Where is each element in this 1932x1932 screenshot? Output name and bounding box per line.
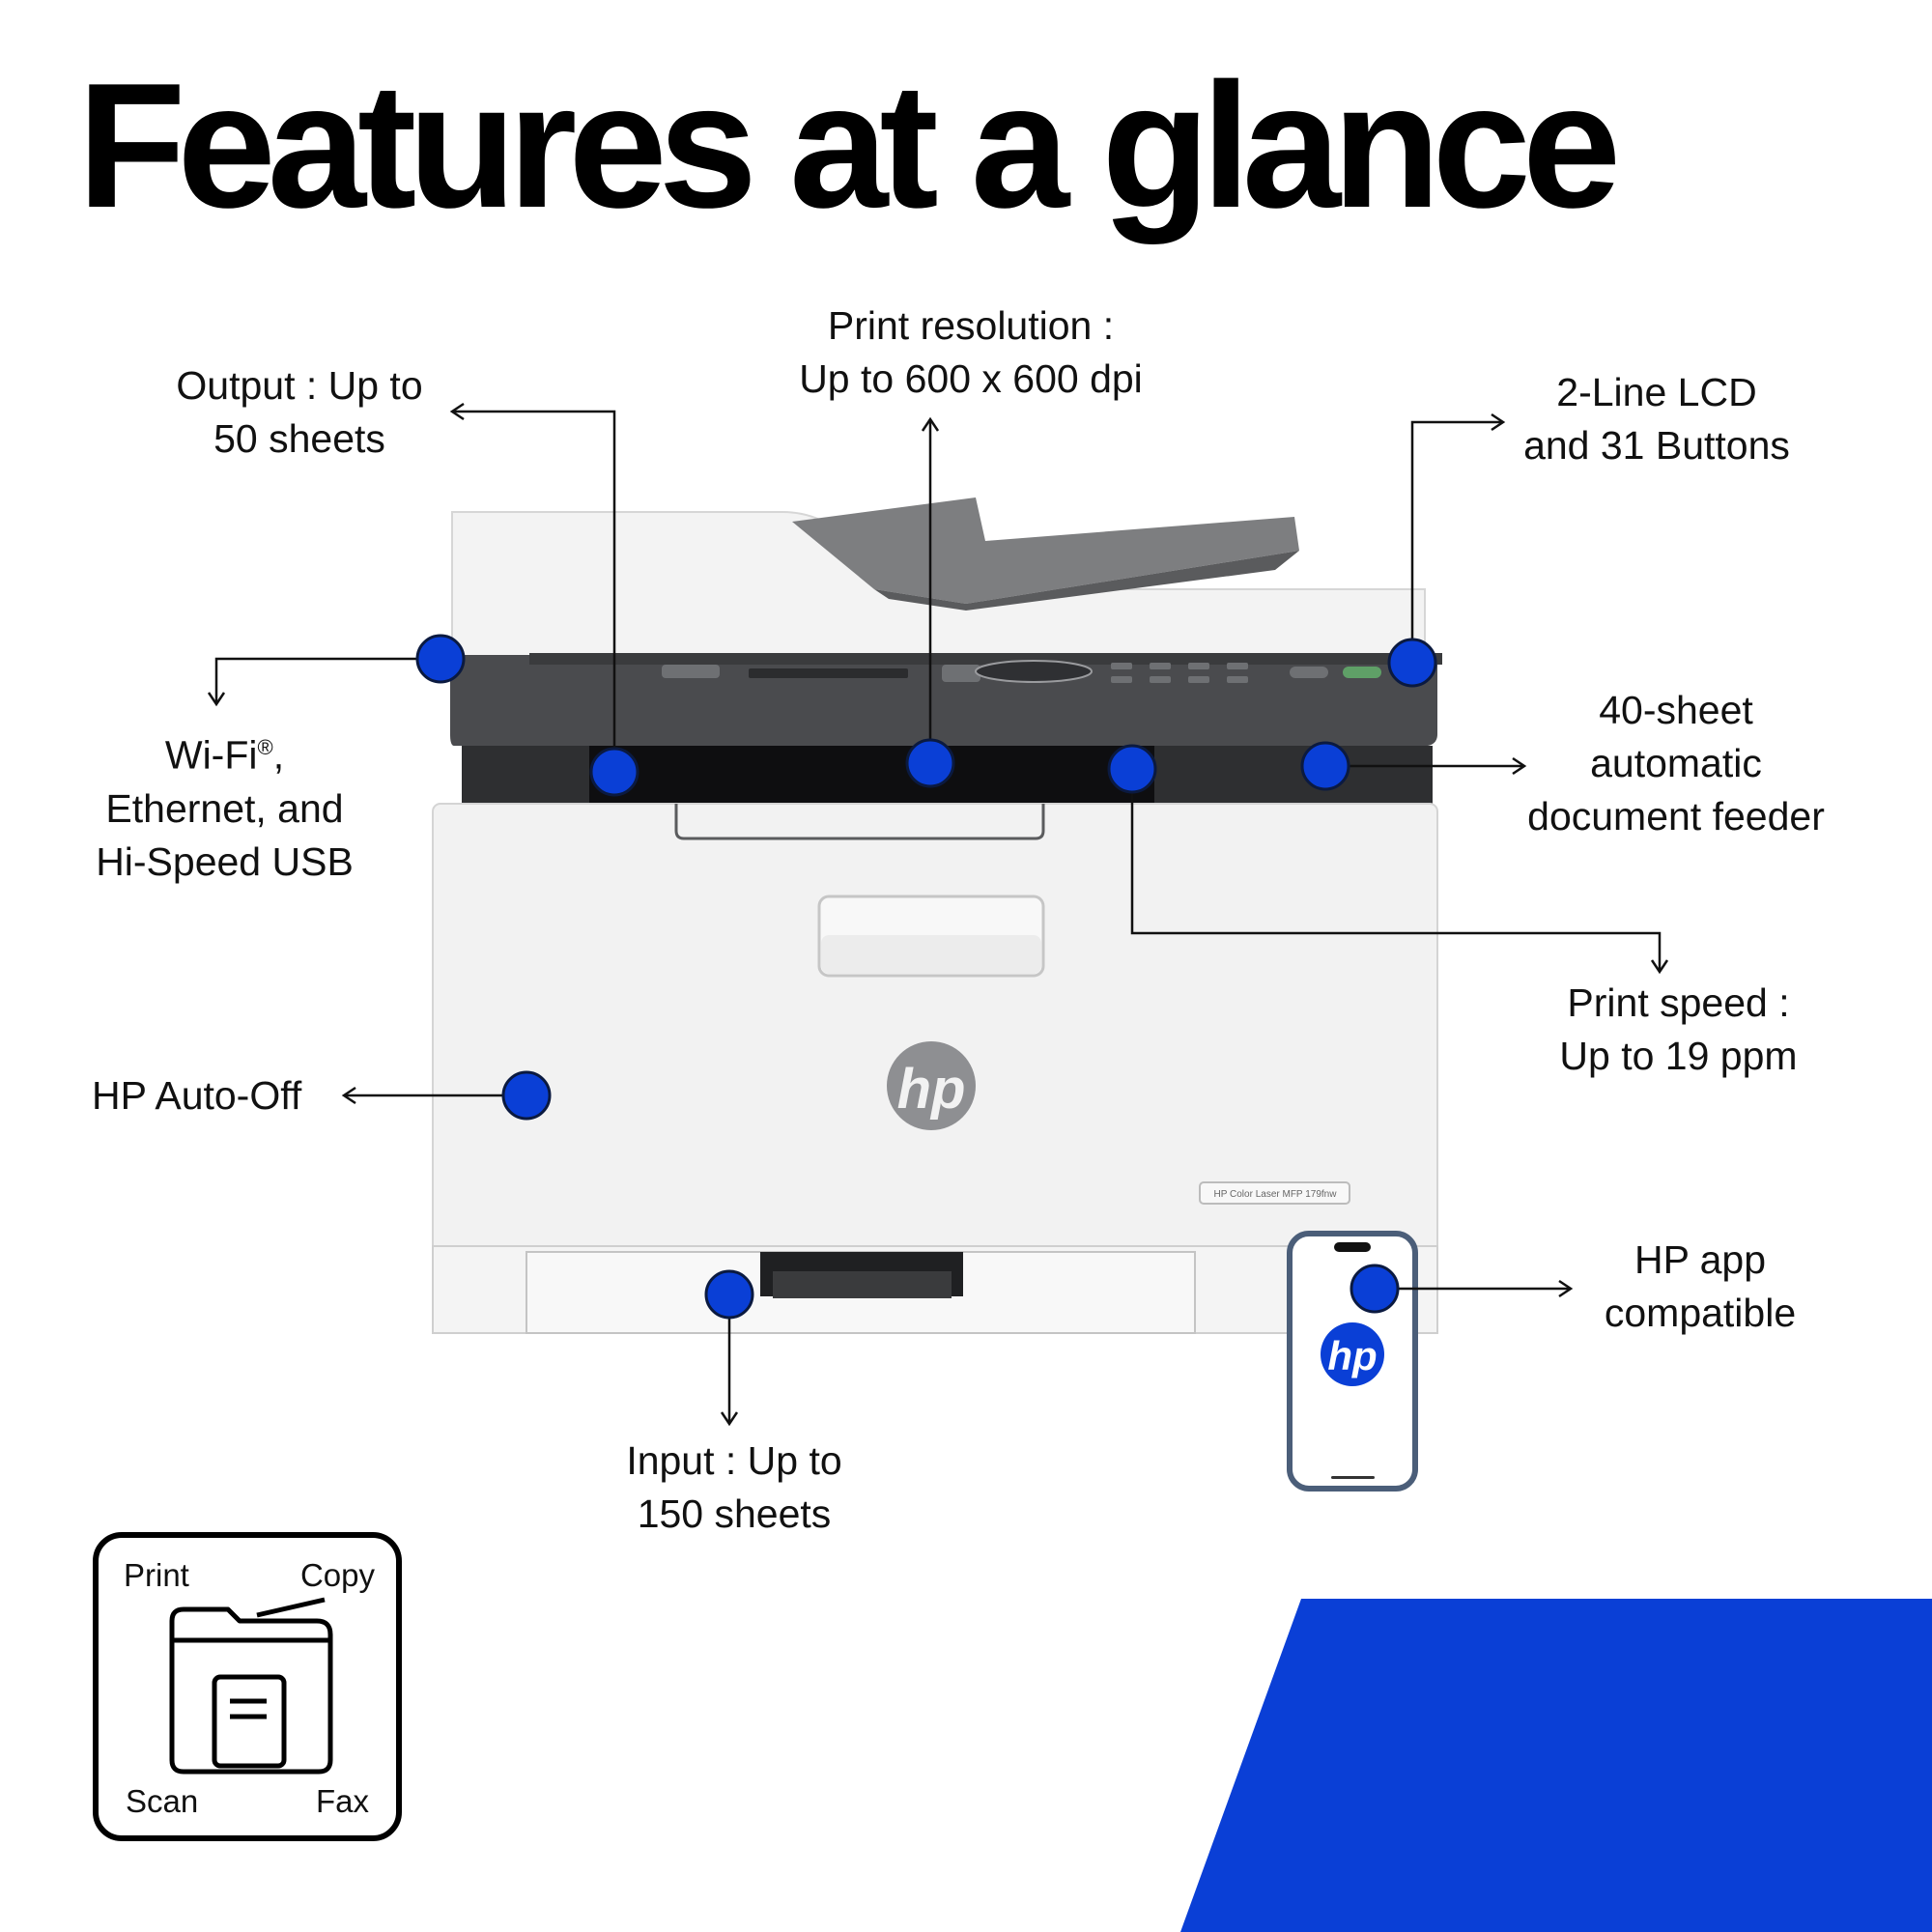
feature-input-line1: Input : Up to xyxy=(626,1438,842,1483)
feature-lcd: 2-Line LCD and 31 Buttons xyxy=(1488,366,1826,472)
feature-app: HP app compatible xyxy=(1555,1234,1845,1340)
feature-connectivity-line3: Hi-Speed USB xyxy=(96,838,354,884)
feature-adf: 40-sheet automatic document feeder xyxy=(1502,684,1850,843)
function-copy: Copy xyxy=(299,1557,375,1593)
dot-speed xyxy=(1107,744,1157,794)
feature-app-line2: compatible xyxy=(1604,1291,1797,1335)
feature-input-line2: 150 sheets xyxy=(637,1492,832,1536)
function-scan: Scan xyxy=(126,1783,199,1819)
feature-connectivity-line2: Ethernet, and xyxy=(105,785,344,831)
dot-lcd xyxy=(1387,638,1437,688)
feature-speed-line1: Print speed : xyxy=(1567,980,1790,1025)
feature-speed-line2: Up to 19 ppm xyxy=(1559,1034,1798,1078)
function-fax: Fax xyxy=(315,1783,369,1819)
mfp-icon xyxy=(169,1597,333,1775)
functions-panel: Print Copy Scan Fax xyxy=(93,1532,402,1841)
feature-input: Input : Up to 150 sheets xyxy=(589,1435,879,1541)
dot-input xyxy=(704,1269,754,1320)
feature-connectivity-line1a: Wi-Fi xyxy=(164,732,258,778)
feature-output-line1: Output : Up to xyxy=(176,363,423,408)
feature-speed: Print speed : Up to 19 ppm xyxy=(1521,977,1835,1083)
feature-auto-off: HP Auto-Off xyxy=(92,1069,301,1122)
dot-output xyxy=(589,747,639,797)
feature-connectivity-line1b: , xyxy=(272,732,285,778)
feature-resolution-line1: Print resolution : xyxy=(827,303,1115,348)
feature-app-line1: HP app xyxy=(1634,1237,1766,1282)
dot-wifi xyxy=(415,634,466,684)
feature-resolution: Print resolution : Up to 600 x 600 dpi xyxy=(753,299,1188,406)
page-title: Features at a glance xyxy=(77,45,1621,244)
function-print: Print xyxy=(124,1557,189,1593)
dot-resolution xyxy=(905,738,955,788)
dot-auto-off xyxy=(501,1070,552,1121)
feature-auto-off-line1: HP Auto-Off xyxy=(92,1073,302,1118)
dot-app xyxy=(1350,1264,1400,1314)
dot-adf xyxy=(1300,741,1350,791)
feature-lcd-line2: and 31 Buttons xyxy=(1523,423,1790,468)
feature-lcd-line1: 2-Line LCD xyxy=(1556,370,1757,414)
registered-mark: ® xyxy=(257,735,273,759)
feature-adf-line1: 40-sheet xyxy=(1599,688,1753,732)
printer-model-label: HP Color Laser MFP 179fnw xyxy=(1214,1189,1338,1200)
feature-adf-line2: automatic xyxy=(1590,741,1762,785)
feature-output-line2: 50 sheets xyxy=(213,416,385,461)
feature-connectivity: Wi-Fi®, Ethernet, and Hi-Speed USB xyxy=(68,721,382,889)
phone-hp-logo: hp xyxy=(1327,1333,1377,1378)
feature-resolution-line2: Up to 600 x 600 dpi xyxy=(799,356,1143,401)
feature-output: Output : Up to 50 sheets xyxy=(155,359,444,466)
feature-adf-line3: document feeder xyxy=(1527,794,1825,838)
printer-hp-logo: hp xyxy=(897,1058,966,1121)
